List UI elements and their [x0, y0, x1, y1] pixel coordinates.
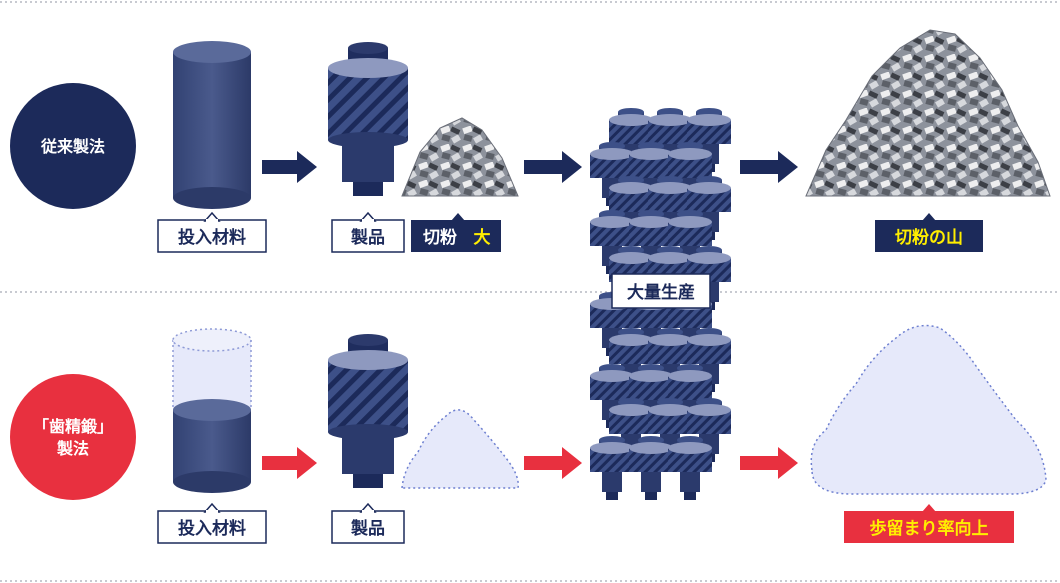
mountain-of-chips-label: 切粉の山	[895, 227, 963, 248]
product-gear-new	[328, 334, 408, 488]
conventional-method-label: 従来製法	[40, 137, 105, 156]
arrow-icon	[524, 151, 582, 183]
chips-prefix-label: 切粉	[423, 227, 457, 248]
input-material-cylinder-new	[172, 328, 252, 493]
chip-mountain	[805, 29, 1051, 197]
arrow-icon	[524, 447, 582, 479]
input-material-label: 投入材料	[178, 227, 246, 248]
product-tag-conventional: 製品	[331, 211, 405, 253]
new-method-badge: 「歯精鍛」 製法	[10, 374, 136, 500]
arrow-icon	[740, 151, 798, 183]
mass-production-label: 大量生産	[627, 282, 695, 303]
input-material-tag-conventional: 投入材料	[157, 211, 267, 253]
arrow-icon	[262, 447, 317, 479]
conventional-method-badge: 従来製法	[10, 83, 136, 209]
mass-production-tag: 大量生産	[611, 273, 711, 309]
yield-improvement-label: 歩留まり率向上	[870, 518, 989, 539]
input-material-label: 投入材料	[178, 518, 246, 539]
chips-big-label: 大	[474, 227, 491, 248]
yield-improvement-tag: 歩留まり率向上	[844, 504, 1014, 543]
input-material-tag-new: 投入材料	[157, 502, 267, 544]
arrow-icon	[262, 151, 317, 183]
arrow-icon	[740, 447, 798, 479]
reduced-chip-mountain	[810, 324, 1047, 495]
new-method-label-line1: 「歯精鍛」	[33, 417, 113, 436]
small-chip-pile	[401, 117, 519, 197]
product-label: 製品	[350, 518, 385, 539]
mountain-of-chips-tag: 切粉の山	[875, 213, 983, 252]
chips-large-tag: 切粉 大	[411, 213, 501, 252]
product-gear-conventional	[328, 42, 408, 196]
input-material-cylinder-conventional	[173, 41, 251, 209]
product-label: 製品	[350, 227, 385, 248]
product-tag-new: 製品	[331, 502, 405, 544]
reduced-chip-pile	[401, 409, 519, 489]
new-method-label-line2: 製法	[56, 439, 89, 458]
